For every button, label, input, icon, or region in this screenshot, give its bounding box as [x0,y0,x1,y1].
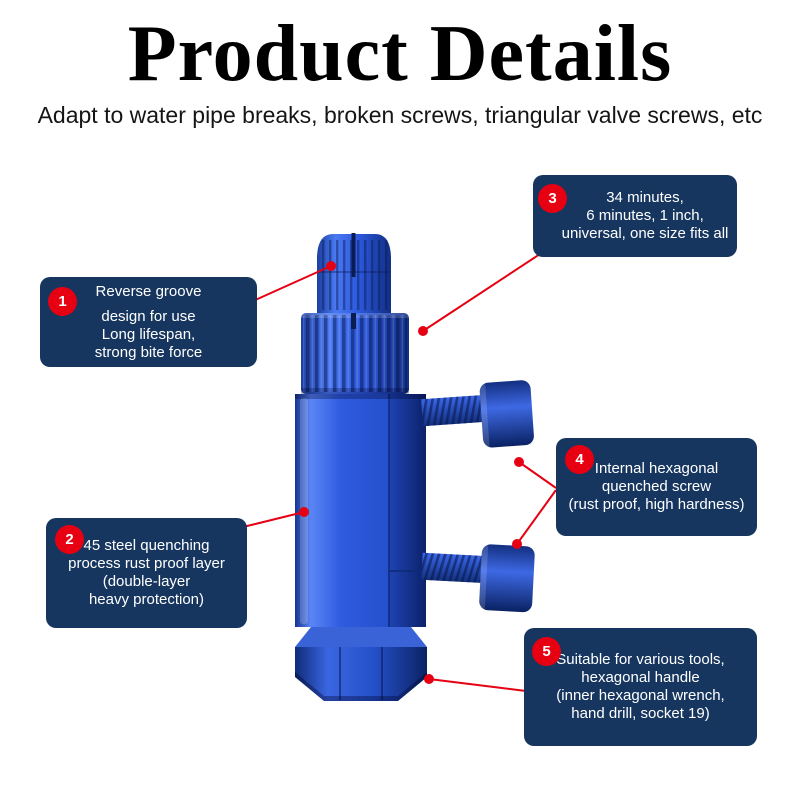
callout-text-line: hand drill, socket 19) [571,705,710,722]
product-body [295,394,426,627]
lower-hex-screw [421,544,535,613]
callout-4-number-badge: 4 [565,445,594,474]
callout-text-line: process rust proof layer [68,555,225,572]
groove-slot [351,233,356,277]
upper-hex-screw [421,380,534,448]
callout-universal-size: 3 34 minutes, 6 minutes, 1 inch, univers… [533,175,737,257]
callout-reverse-groove: 1 Reverse groove design for use Long lif… [40,277,257,367]
product-hex-base [295,627,427,701]
callout-connector-lines [242,253,557,692]
callout-text-line: heavy protection) [88,591,205,608]
callout-text-line: Suitable for various tools, [556,651,725,668]
callout-text-line: (inner hexagonal wrench, [556,687,725,704]
callout-text-line: Long lifespan, [101,325,196,343]
callout-hexagonal-screw: 4 Internal hexagonal quenched screw (rus… [556,438,757,536]
callout-text-line: universal, one size fits all [561,225,729,242]
callout-text-line: design for use [101,307,196,325]
callout-1-number-badge: 1 [48,287,77,316]
callout-text-line: Reverse groove [95,282,202,300]
callout-text-line: hexagonal handle [581,669,700,686]
product-top-knob [317,233,391,313]
callout-anchor-dots [299,261,524,684]
product-knurled-collar [301,313,409,394]
callout-tool-compatibility: 5 Suitable for various tools, hexagonal … [524,628,757,746]
callout-text-line: 6 minutes, 1 inch, [586,207,704,224]
page-title: Product Details [127,10,673,98]
callout-text-line: strong bite force [94,343,203,361]
callout-2-number-badge: 2 [55,525,84,554]
callout-5-number-badge: 5 [532,637,561,666]
callout-steel-quenching: 2 45 steel quenching process rust proof … [46,518,247,628]
callout-text-line: quenched screw [601,478,712,495]
callout-text-line: Internal hexagonal [594,460,719,477]
callout-text-line: 34 minutes, [606,189,684,206]
callout-text-line: 45 steel quenching [83,537,210,554]
page-subtitle: Adapt to water pipe breaks, broken screw… [37,102,763,128]
callout-text-line: (double-layer [102,573,191,590]
callout-3-number-badge: 3 [538,184,567,213]
callout-text-line: (rust proof, high hardness) [568,496,745,513]
